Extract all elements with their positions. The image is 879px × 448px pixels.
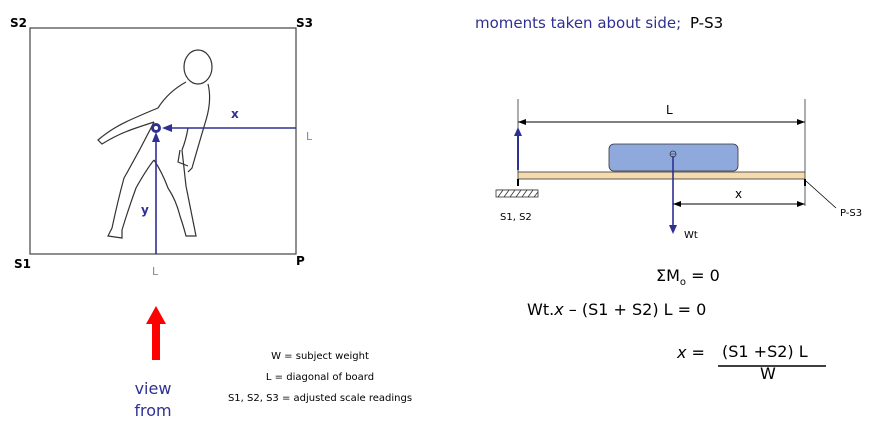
equation-x-lhs: x = — [677, 343, 705, 362]
equation-denominator: W — [760, 364, 776, 383]
corner-s1: S1 — [14, 257, 31, 271]
corner-s2: S2 — [10, 16, 27, 30]
l-right-label: L — [306, 130, 313, 143]
view-line1: view — [134, 379, 172, 398]
person-figure — [97, 49, 213, 239]
eq3-x: x — [677, 343, 687, 362]
legend-diagonal: L = diagonal of board — [265, 372, 375, 383]
wt-label: Wt — [684, 230, 698, 241]
eq3-eq: = — [686, 343, 705, 362]
legend: W = subject weight L = diagonal of board… — [210, 346, 430, 409]
beam-l-label: L — [666, 103, 673, 117]
title-side: P-S3 — [689, 14, 724, 32]
pivot-leader — [805, 180, 837, 209]
eq1-sub: o — [679, 277, 687, 289]
equation-moment-balance: Wt.x – (S1 + S2) L = 0 — [527, 300, 706, 319]
eq2-suffix: – (S1 + S2) L = 0 — [563, 300, 707, 319]
view-line2: from — [134, 401, 172, 420]
view-arrow — [146, 306, 166, 360]
title-prefix: moments taken about side; — [475, 14, 682, 32]
eq1-prefix: ΣM — [656, 266, 680, 285]
corner-s3: S3 — [296, 16, 313, 30]
eq2-x: x — [554, 300, 564, 319]
view-from-label: view from — [131, 378, 175, 422]
force-board — [29, 27, 297, 255]
support-label: S1, S2 — [500, 212, 532, 223]
corner-p: P — [296, 254, 305, 268]
beam — [517, 171, 806, 180]
ground-hatch — [495, 189, 539, 198]
l-bottom-label: L — [152, 265, 159, 278]
y-label: y — [141, 203, 149, 217]
title: moments taken about side; P-S3 — [475, 14, 723, 32]
beam-x-label: x — [735, 187, 743, 201]
equation-sum-moments: ΣMo = 0 — [656, 266, 720, 288]
equation-numerator: (S1 +S2) L — [722, 342, 808, 361]
legend-scales: S1, S2, S3 = adjusted scale readings — [227, 393, 413, 404]
legend-weight: W = subject weight — [271, 351, 369, 362]
eq1-suffix: = 0 — [686, 266, 720, 285]
eq2-prefix: Wt. — [527, 300, 555, 319]
x-label: x — [231, 107, 239, 121]
pivot-label: P-S3 — [840, 208, 863, 219]
